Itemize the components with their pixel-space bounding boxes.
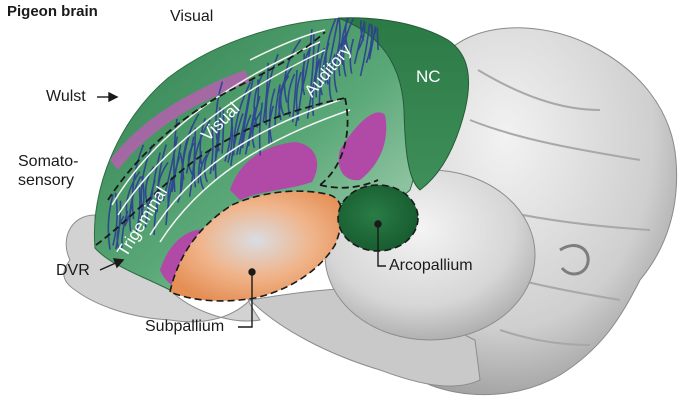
label-arcopallium: Arcopallium	[389, 257, 473, 275]
arcopallium-dot	[375, 221, 381, 227]
label-visual-top: Visual	[170, 8, 213, 26]
wulst-arrowhead	[109, 93, 117, 101]
label-dvr: DVR	[56, 262, 90, 280]
subpallium-dot	[249, 269, 255, 275]
label-wulst: Wulst	[46, 88, 86, 106]
label-subpallium: Subpallium	[145, 318, 224, 336]
nc-label: NC	[416, 67, 441, 86]
figure-title: Pigeon brain	[7, 4, 98, 21]
label-somatosensory-line1: Somato-	[18, 153, 78, 171]
label-somatosensory-line2: sensory	[18, 172, 74, 190]
